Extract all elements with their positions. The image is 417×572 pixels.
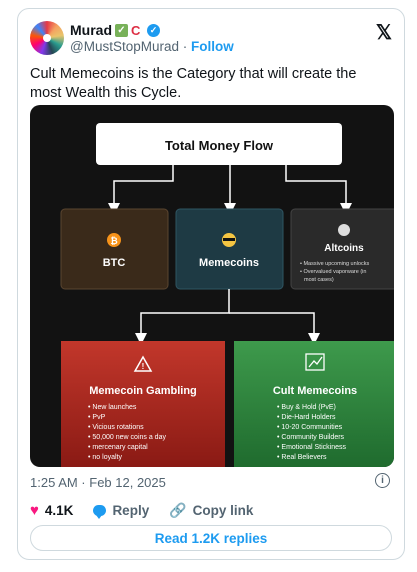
- avatar[interactable]: [30, 21, 64, 55]
- tweet-timestamp[interactable]: 1:25 AM · Feb 12, 2025: [30, 475, 166, 490]
- memecoin-gambling-panel: [61, 341, 225, 467]
- handle-row: @MustStopMurad · Follow: [70, 39, 234, 54]
- svg-text:!: !: [142, 362, 145, 371]
- read-replies-button[interactable]: Read 1.2K replies: [30, 525, 392, 551]
- total-money-flow-box: [96, 123, 342, 165]
- verified-icon: ✓: [147, 23, 160, 37]
- svg-text:• 10-20 Communities: • 10-20 Communities: [277, 424, 343, 431]
- altcoin-bullet-1: • Massive upcoming unlocks: [300, 261, 369, 267]
- copy-link-label: Copy link: [192, 503, 254, 518]
- author-handle[interactable]: @MustStopMurad: [70, 39, 179, 54]
- heart-icon: ♥: [30, 502, 39, 519]
- reply-label: Reply: [112, 503, 150, 518]
- svg-text:• Die-Hard Holders: • Die-Hard Holders: [277, 414, 336, 421]
- altcoin-bullet-3: most cases): [304, 277, 334, 283]
- checkmark-badge-icon: ✓: [115, 23, 128, 37]
- tweet-card: Murad ✓ C ✓ @MustStopMurad · Follow 𝕏 Cu…: [17, 8, 405, 560]
- svg-text:• New launches: • New launches: [88, 404, 137, 411]
- btc-box: [60, 208, 169, 290]
- svg-text:• mercenary capital: • mercenary capital: [88, 444, 148, 451]
- btc-label: BTC: [103, 257, 126, 269]
- reply-bubble-icon: [93, 505, 107, 519]
- svg-text:• Vicious rotations: • Vicious rotations: [88, 424, 144, 431]
- author-name[interactable]: Murad: [70, 22, 112, 38]
- memecoins-label: Memecoins: [199, 257, 259, 269]
- gambling-title: Memecoin Gambling: [89, 385, 197, 397]
- c-badge-icon: C: [131, 22, 141, 38]
- handle-separator: ·: [182, 39, 188, 54]
- svg-text:• no loyalty: • no loyalty: [88, 454, 122, 461]
- cult-bullets: • Buy & Hold (PvE) • Die-Hard Holders • …: [277, 404, 346, 461]
- altcoins-label: Altcoins: [324, 243, 364, 254]
- memecoins-box: [175, 208, 284, 290]
- author-name-row: Murad ✓ C ✓: [70, 22, 160, 38]
- cult-title: Cult Memecoins: [273, 385, 357, 397]
- altcoin-bullet-2: • Overvalued vaporware (in: [300, 269, 366, 275]
- total-money-flow-title: Total Money Flow: [165, 138, 274, 153]
- chart-up-icon: [305, 353, 325, 371]
- coins-icon: [338, 224, 350, 236]
- svg-text:• 50,000 new coins a day: • 50,000 new coins a day: [88, 434, 166, 441]
- follow-button[interactable]: Follow: [191, 39, 234, 54]
- reply-button[interactable]: Reply: [93, 503, 150, 519]
- bitcoin-icon-symbol: ₿: [110, 236, 117, 246]
- svg-text:• Real Believers: • Real Believers: [277, 454, 327, 461]
- like-button[interactable]: ♥ 4.1K: [30, 502, 73, 519]
- like-count: 4.1K: [44, 503, 74, 518]
- money-flow-diagram: Total Money Flow ₿ BTC Memecoins Altcoin…: [60, 123, 394, 467]
- info-icon[interactable]: i: [375, 473, 390, 488]
- x-logo-icon[interactable]: 𝕏: [375, 22, 392, 44]
- bitcoin-icon: [107, 233, 121, 247]
- altcoins-box: [290, 208, 394, 290]
- action-bar: ♥ 4.1K Reply 🔗 Copy link: [30, 502, 273, 519]
- warning-icon: [133, 355, 153, 372]
- copy-link-button[interactable]: 🔗 Copy link: [169, 502, 253, 519]
- gambling-bullets: • New launches • PvP • Vicious rotations…: [88, 404, 166, 461]
- tweet-text: Cult Memecoins is the Category that will…: [30, 66, 357, 101]
- link-icon: 🔗: [169, 502, 187, 518]
- tweet-media-image[interactable]: Total Money Flow ₿ BTC Memecoins Altcoin…: [30, 105, 394, 467]
- svg-text:• Buy & Hold (PvE): • Buy & Hold (PvE): [277, 404, 336, 411]
- svg-text:• Community Builders: • Community Builders: [277, 434, 345, 441]
- svg-text:• Emotional Stickiness: • Emotional Stickiness: [277, 444, 346, 451]
- svg-text:• PvP: • PvP: [88, 414, 106, 421]
